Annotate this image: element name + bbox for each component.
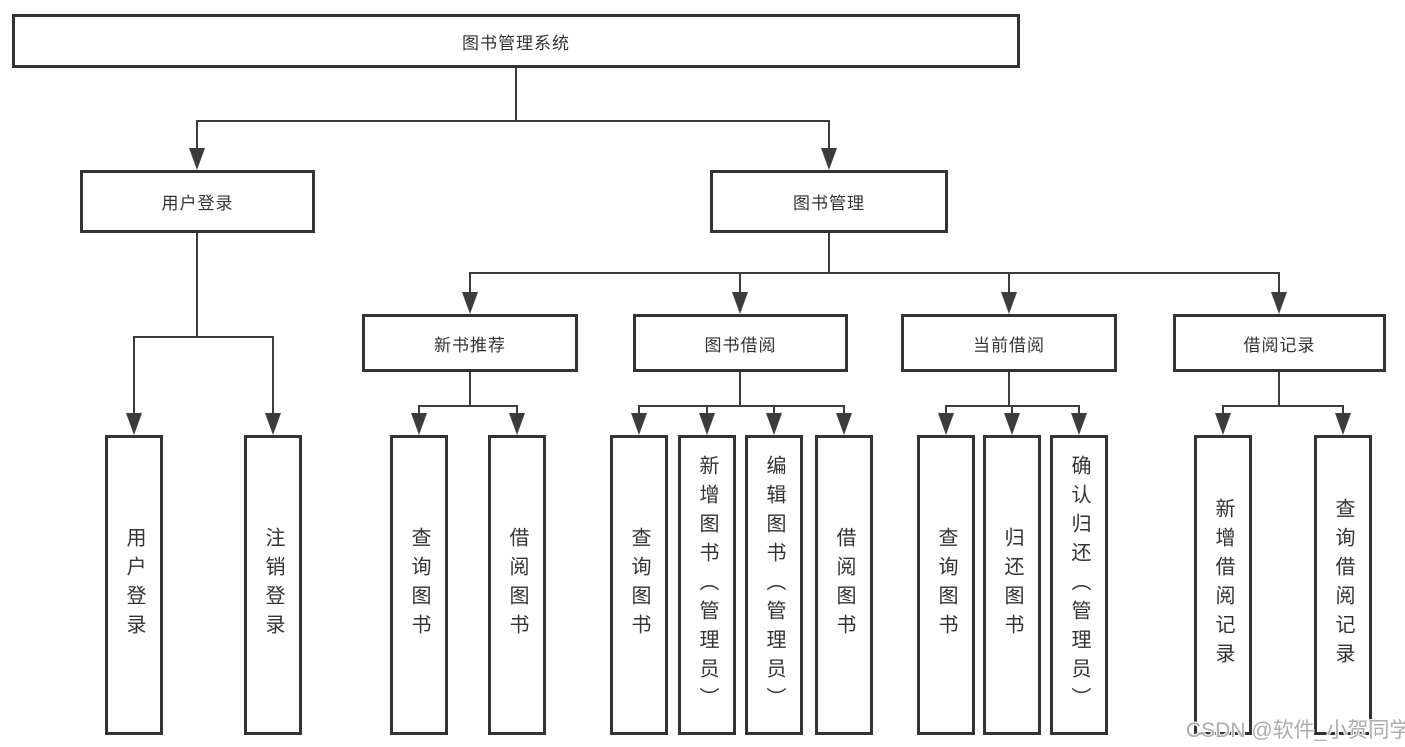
connector-current-borrow-stem xyxy=(1008,372,1010,405)
arrowhead-down-icon xyxy=(265,413,281,435)
leaf-label: 确认归还（管理员） xyxy=(1068,454,1090,716)
connector-to-borrow-records xyxy=(1278,272,1280,292)
connector-to-leaf xyxy=(1342,405,1344,413)
connector-root-stem xyxy=(515,68,517,120)
arrowhead-down-icon xyxy=(126,413,142,435)
connector-borrow-records-stem xyxy=(1278,372,1280,405)
node-label: 用户登录 xyxy=(161,194,234,213)
node-book-management: 图书管理 xyxy=(710,170,948,233)
arrowhead-down-icon xyxy=(509,413,525,435)
leaf-return-books: 归还图书 xyxy=(983,435,1041,735)
connector-to-current-borrow xyxy=(1008,272,1010,292)
connector-to-leaf xyxy=(1078,405,1080,413)
arrowhead-down-icon xyxy=(938,413,954,435)
connector-borrow-records-bus xyxy=(1222,405,1343,407)
node-label: 当前借阅 xyxy=(973,335,1045,355)
leaf-query-books-current: 查询图书 xyxy=(917,435,975,735)
connector-book-management-bus xyxy=(469,272,1280,274)
node-label: 新书推荐 xyxy=(434,335,506,355)
leaf-query-books-recommend: 查询图书 xyxy=(390,435,448,735)
arrowhead-down-icon xyxy=(1004,413,1020,435)
arrowhead-down-icon xyxy=(1001,292,1017,314)
leaf-add-books-admin: 新增图书（管理员） xyxy=(678,435,736,735)
leaf-borrow-books-recommend: 借阅图书 xyxy=(488,435,546,735)
arrowhead-down-icon xyxy=(766,413,782,435)
connector-to-leaf xyxy=(843,405,845,413)
connector-to-leaf xyxy=(706,405,708,413)
connector-to-leaf xyxy=(516,405,518,413)
connector-book-borrow-stem xyxy=(739,372,741,405)
arrowhead-down-icon xyxy=(821,148,837,170)
connector-new-book-recommend-stem xyxy=(469,372,471,405)
node-label: 图书借阅 xyxy=(704,335,777,355)
node-user-login: 用户登录 xyxy=(80,170,315,233)
arrowhead-down-icon xyxy=(1215,413,1231,435)
connector-root-bus xyxy=(196,120,830,122)
connector-user-login-stem xyxy=(196,233,198,336)
arrowhead-down-icon xyxy=(411,413,427,435)
connector-to-user-login xyxy=(196,120,198,150)
leaf-label: 借阅图书 xyxy=(506,527,528,643)
arrowhead-down-icon xyxy=(732,292,748,314)
leaf-label: 用户登录 xyxy=(123,527,145,643)
connector-to-leaf xyxy=(1011,405,1013,413)
connector-to-leaf xyxy=(945,405,947,413)
leaf-label: 借阅图书 xyxy=(833,527,855,643)
leaf-query-borrow-record: 查询借阅记录 xyxy=(1314,435,1372,735)
arrowhead-down-icon xyxy=(699,413,715,435)
arrowhead-down-icon xyxy=(836,413,852,435)
connector-to-leaf-user-login xyxy=(133,336,135,413)
leaf-edit-books-admin: 编辑图书（管理员） xyxy=(745,435,803,735)
node-label: 图书管理系统 xyxy=(462,33,570,53)
node-new-book-recommend: 新书推荐 xyxy=(362,314,578,372)
leaf-label: 新增借阅记录 xyxy=(1212,498,1234,672)
node-library-system: 图书管理系统 xyxy=(12,14,1020,68)
connector-to-leaf xyxy=(418,405,420,413)
leaf-label: 新增图书（管理员） xyxy=(696,454,718,716)
connector-to-leaf xyxy=(638,405,640,413)
leaf-borrow-books: 借阅图书 xyxy=(815,435,873,735)
arrowhead-down-icon xyxy=(1071,413,1087,435)
leaf-user-login: 用户登录 xyxy=(105,435,163,735)
connector-to-leaf xyxy=(1222,405,1224,413)
connector-to-leaf xyxy=(773,405,775,413)
leaf-label: 查询图书 xyxy=(408,527,430,643)
csdn-watermark: CSDN @软件_小贺同学 xyxy=(1186,719,1405,742)
arrowhead-down-icon xyxy=(189,148,205,170)
leaf-logout: 注销登录 xyxy=(244,435,302,735)
connector-new-book-recommend-bus xyxy=(418,405,517,407)
connector-book-management-stem xyxy=(828,233,830,272)
leaf-query-books: 查询图书 xyxy=(610,435,668,735)
node-label: 图书管理 xyxy=(793,194,865,213)
connector-to-leaf-logout xyxy=(272,336,274,413)
arrowhead-down-icon xyxy=(462,292,478,314)
connector-to-new-book-recommend xyxy=(469,272,471,292)
leaf-label: 查询图书 xyxy=(628,527,650,643)
connector-book-borrow-bus xyxy=(638,405,844,407)
arrowhead-down-icon xyxy=(631,413,647,435)
node-label: 借阅记录 xyxy=(1243,335,1316,355)
leaf-label: 归还图书 xyxy=(1001,527,1023,643)
leaf-label: 注销登录 xyxy=(262,527,284,643)
leaf-label: 查询图书 xyxy=(935,527,957,643)
connector-user-login-bus xyxy=(133,336,274,338)
arrowhead-down-icon xyxy=(1335,413,1351,435)
leaf-label: 编辑图书（管理员） xyxy=(763,454,785,716)
node-borrow-records: 借阅记录 xyxy=(1173,314,1386,372)
arrowhead-down-icon xyxy=(1271,292,1287,314)
connector-to-book-borrow xyxy=(739,272,741,292)
node-book-borrow: 图书借阅 xyxy=(633,314,848,372)
node-current-borrow: 当前借阅 xyxy=(901,314,1117,372)
leaf-label: 查询借阅记录 xyxy=(1332,498,1354,672)
leaf-confirm-return-admin: 确认归还（管理员） xyxy=(1050,435,1108,735)
connector-to-book-management xyxy=(828,120,830,150)
leaf-add-borrow-record: 新增借阅记录 xyxy=(1194,435,1252,735)
